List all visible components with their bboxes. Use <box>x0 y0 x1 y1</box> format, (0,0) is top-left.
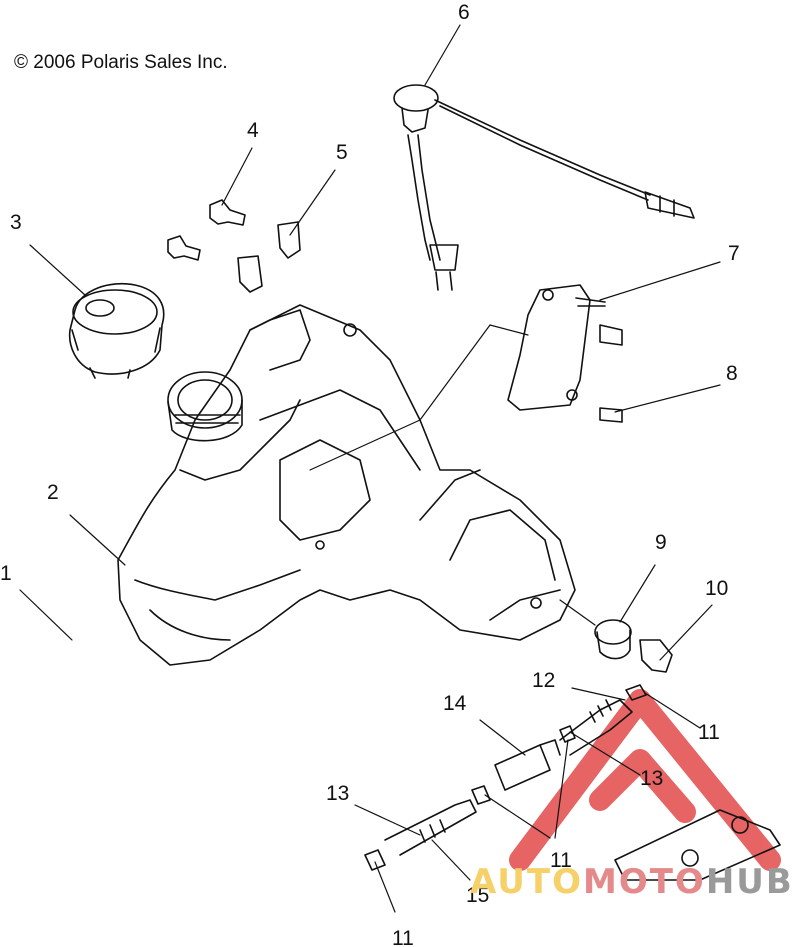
callout-6: 6 <box>458 1 470 24</box>
leader-lines <box>19 24 721 913</box>
callout-5: 5 <box>336 141 348 164</box>
callout-15: 15 <box>466 884 490 907</box>
callout-9: 9 <box>655 531 667 554</box>
copyright-text: © 2006 Polaris Sales Inc. <box>14 52 228 73</box>
watermark-auto: AUTO <box>470 862 583 902</box>
callout-2: 2 <box>47 481 59 504</box>
callout-12: 12 <box>532 669 556 692</box>
fuel-cap <box>68 283 165 379</box>
filler-neck <box>167 371 243 442</box>
callout-3: 3 <box>10 211 22 234</box>
callout-1: 1 <box>0 562 12 585</box>
callout-7: 7 <box>728 242 740 265</box>
callout-11-right: 11 <box>698 721 720 744</box>
callout-10: 10 <box>705 577 729 600</box>
watermark-text: AUTOMOTOHUB <box>470 862 794 902</box>
callout-11-bottom: 11 <box>392 927 414 947</box>
hose-assembly <box>364 684 647 871</box>
callout-8: 8 <box>726 362 738 385</box>
mount-bracket <box>507 284 623 423</box>
callout-14: 14 <box>443 692 467 715</box>
fasteners <box>167 199 301 293</box>
grommet-and-fitting <box>594 619 673 673</box>
fuel-sender <box>393 84 695 291</box>
watermark-hub: HUB <box>705 862 794 902</box>
watermark-logo <box>509 689 781 871</box>
fuel-tank <box>117 304 576 666</box>
lower-bracket <box>614 809 781 881</box>
watermark-moto: MOTO <box>582 862 706 902</box>
callout-11-middle: 11 <box>550 849 572 872</box>
callout-4: 4 <box>247 119 259 142</box>
callout-13-left: 13 <box>326 782 350 805</box>
callout-13-right: 13 <box>640 767 664 790</box>
